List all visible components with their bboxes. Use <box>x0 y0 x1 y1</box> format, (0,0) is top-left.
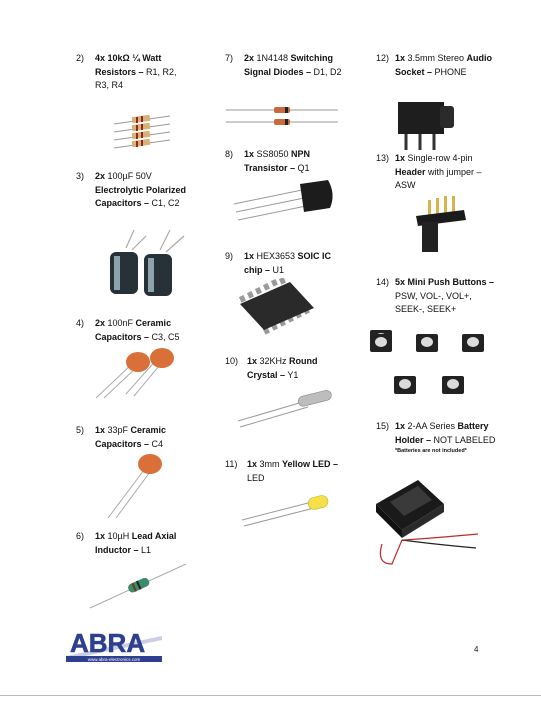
diodes-image <box>226 102 338 128</box>
soic-chip-image <box>234 278 320 338</box>
page-number: 4 <box>474 645 479 654</box>
logo-lettering: ABRA <box>70 628 145 658</box>
audio-socket-image <box>384 98 456 152</box>
resistors-image <box>112 112 172 157</box>
ceramic-capacitors-100nf-image <box>92 348 182 400</box>
header-jumper-image <box>404 196 472 258</box>
abra-logo: ABRA www.abra-electronics.com <box>66 626 162 666</box>
led-image <box>240 490 334 530</box>
footer-divider <box>0 695 541 696</box>
electrolytic-capacitors-image <box>104 228 188 300</box>
ceramic-capacitor-33pf-image <box>100 452 168 520</box>
logo-url: www.abra-electronics.com <box>88 657 141 662</box>
battery-holder-image <box>372 474 482 568</box>
battery-note: *Batteries are not included* <box>395 448 467 454</box>
transistor-image <box>232 178 336 226</box>
inductor-image <box>88 560 188 612</box>
push-buttons-image <box>370 330 492 402</box>
crystal-image <box>236 385 336 431</box>
item-number: 2) <box>76 53 85 63</box>
